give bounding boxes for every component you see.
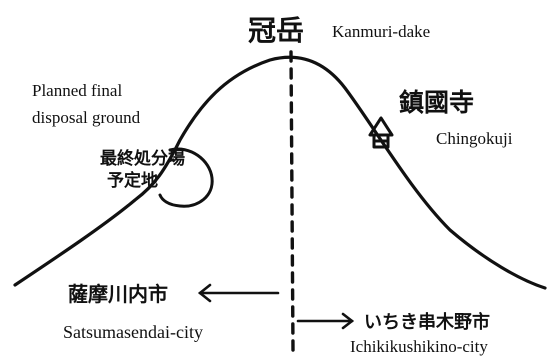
- west-city-en: Satsumasendai-city: [63, 322, 203, 342]
- mountain-outline: [13, 55, 547, 290]
- west-arrow-icon: [197, 283, 280, 303]
- temple-name-en: Chingokuji: [436, 129, 513, 148]
- disposal-site-label-en-1: Planned final: [32, 81, 122, 100]
- disposal-site-label-jp-2: 予定地: [107, 170, 158, 191]
- disposal-site-label-en-2: disposal ground: [32, 108, 141, 127]
- disposal-site-outline: [158, 147, 214, 208]
- temple-icon: [368, 116, 394, 149]
- west-city-jp: 薩摩川内市: [68, 282, 168, 306]
- peak-name-en: Kanmuri-dake: [332, 22, 430, 41]
- disposal-site-label-jp-1: 最終処分場: [100, 148, 185, 169]
- east-arrow-icon: [296, 312, 355, 330]
- peak-name-jp: 冠岳: [248, 14, 304, 47]
- east-city-en: Ichikikushikino-city: [350, 337, 488, 356]
- east-city-jp: いちき串木野市: [364, 311, 490, 333]
- temple-name-jp: 鎮國寺: [399, 88, 474, 117]
- boundary-dashed-line: [289, 50, 295, 352]
